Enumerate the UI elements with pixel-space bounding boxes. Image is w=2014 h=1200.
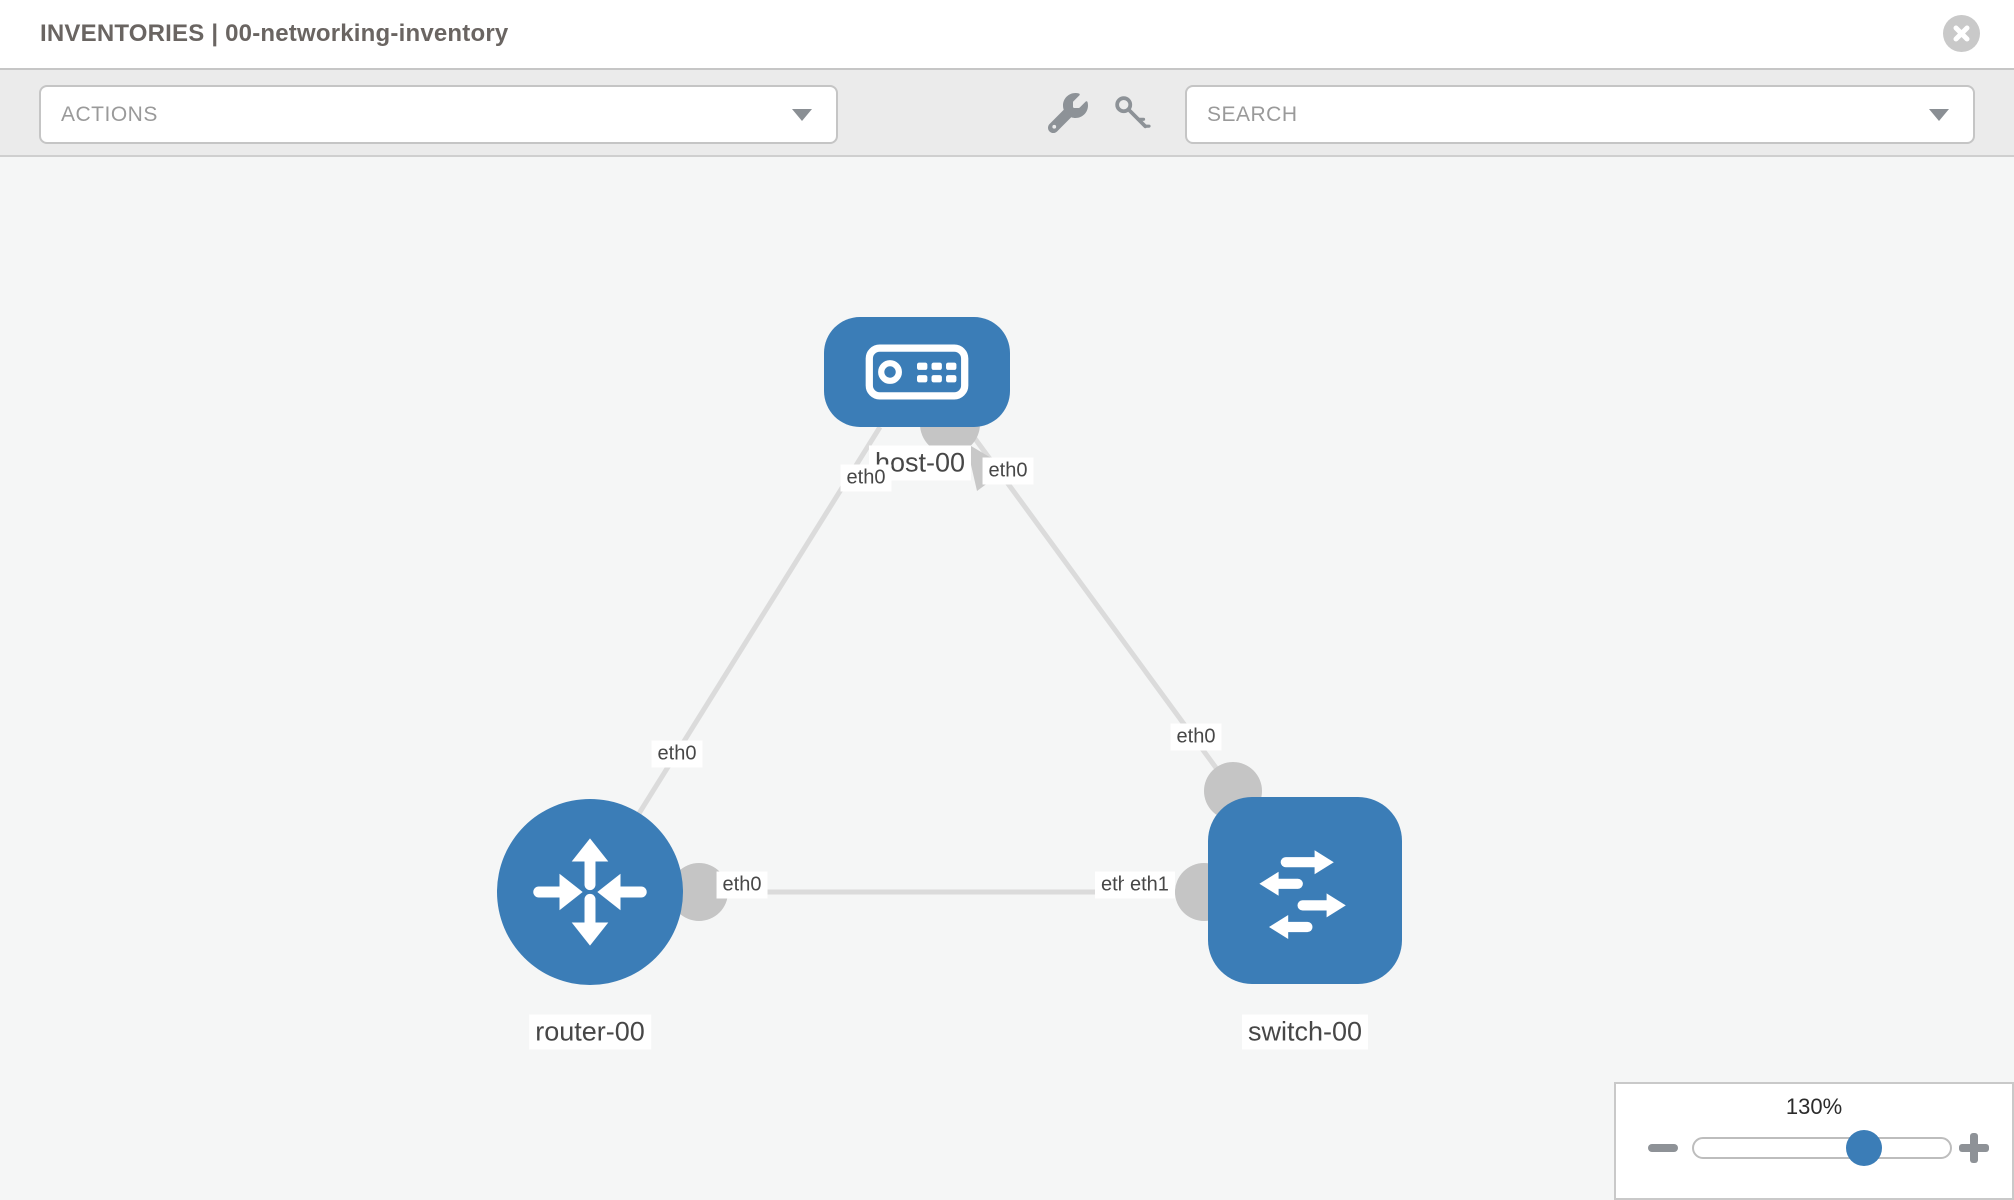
zoom-in-button[interactable] [1958, 1132, 1990, 1164]
interface-label-switch-link-eth0: eth0 [1170, 723, 1222, 751]
close-icon [1953, 25, 1970, 42]
zoom-panel: 130% [1614, 1082, 2014, 1200]
key-icon [1115, 95, 1151, 128]
zoom-controls [1616, 1128, 2012, 1168]
actions-dropdown-label: ACTIONS [61, 102, 158, 126]
interface-label-host-eth0-right: eth0 [982, 457, 1034, 485]
toolbar: ACTIONS SEARCH [0, 68, 2014, 157]
close-button[interactable] [1943, 15, 1980, 52]
zoom-slider-handle[interactable] [1846, 1130, 1882, 1166]
node-host-00[interactable] [824, 317, 1010, 427]
chevron-down-icon [792, 108, 812, 121]
configure-button[interactable] [1048, 92, 1088, 133]
interface-label-rs-eth0: eth0 [716, 871, 768, 899]
links-layer [587, 394, 1262, 921]
node-switch-00[interactable] [1208, 797, 1402, 984]
header: INVENTORIES | 00-networking-inventory [0, 0, 2014, 68]
minus-icon [1648, 1144, 1678, 1152]
actions-dropdown[interactable]: ACTIONS [39, 85, 838, 144]
chevron-down-icon [1929, 108, 1949, 121]
zoom-level-value: 130% [1785, 1094, 1843, 1119]
interface-label-rs-eth1-front: eth1 [1124, 871, 1175, 899]
node-label-router: router-00 [529, 1014, 651, 1050]
host-icon [865, 344, 969, 400]
search-dropdown[interactable]: SEARCH [1185, 85, 1975, 144]
router-icon [533, 838, 647, 946]
wrench-icon [1048, 92, 1088, 133]
zoom-slider-track[interactable] [1692, 1130, 1952, 1166]
search-dropdown-label: SEARCH [1207, 102, 1298, 126]
interface-label-router-link-eth0: eth0 [651, 740, 703, 768]
node-label-switch: switch-00 [1241, 1014, 1369, 1050]
credentials-button[interactable] [1112, 93, 1152, 133]
interface-label-host-eth0-left: eth0 [840, 464, 892, 492]
node-router-00[interactable] [497, 799, 683, 985]
connector-router-right [670, 863, 728, 921]
topology-canvas[interactable]: host-00 router-00 switch-00 eth0 eth0 et… [0, 157, 2014, 1200]
page-title: INVENTORIES | 00-networking-inventory [40, 20, 509, 47]
zoom-out-button[interactable] [1646, 1136, 1680, 1160]
node-label-host: host-00 [868, 445, 972, 481]
switch-icon [1259, 849, 1346, 939]
